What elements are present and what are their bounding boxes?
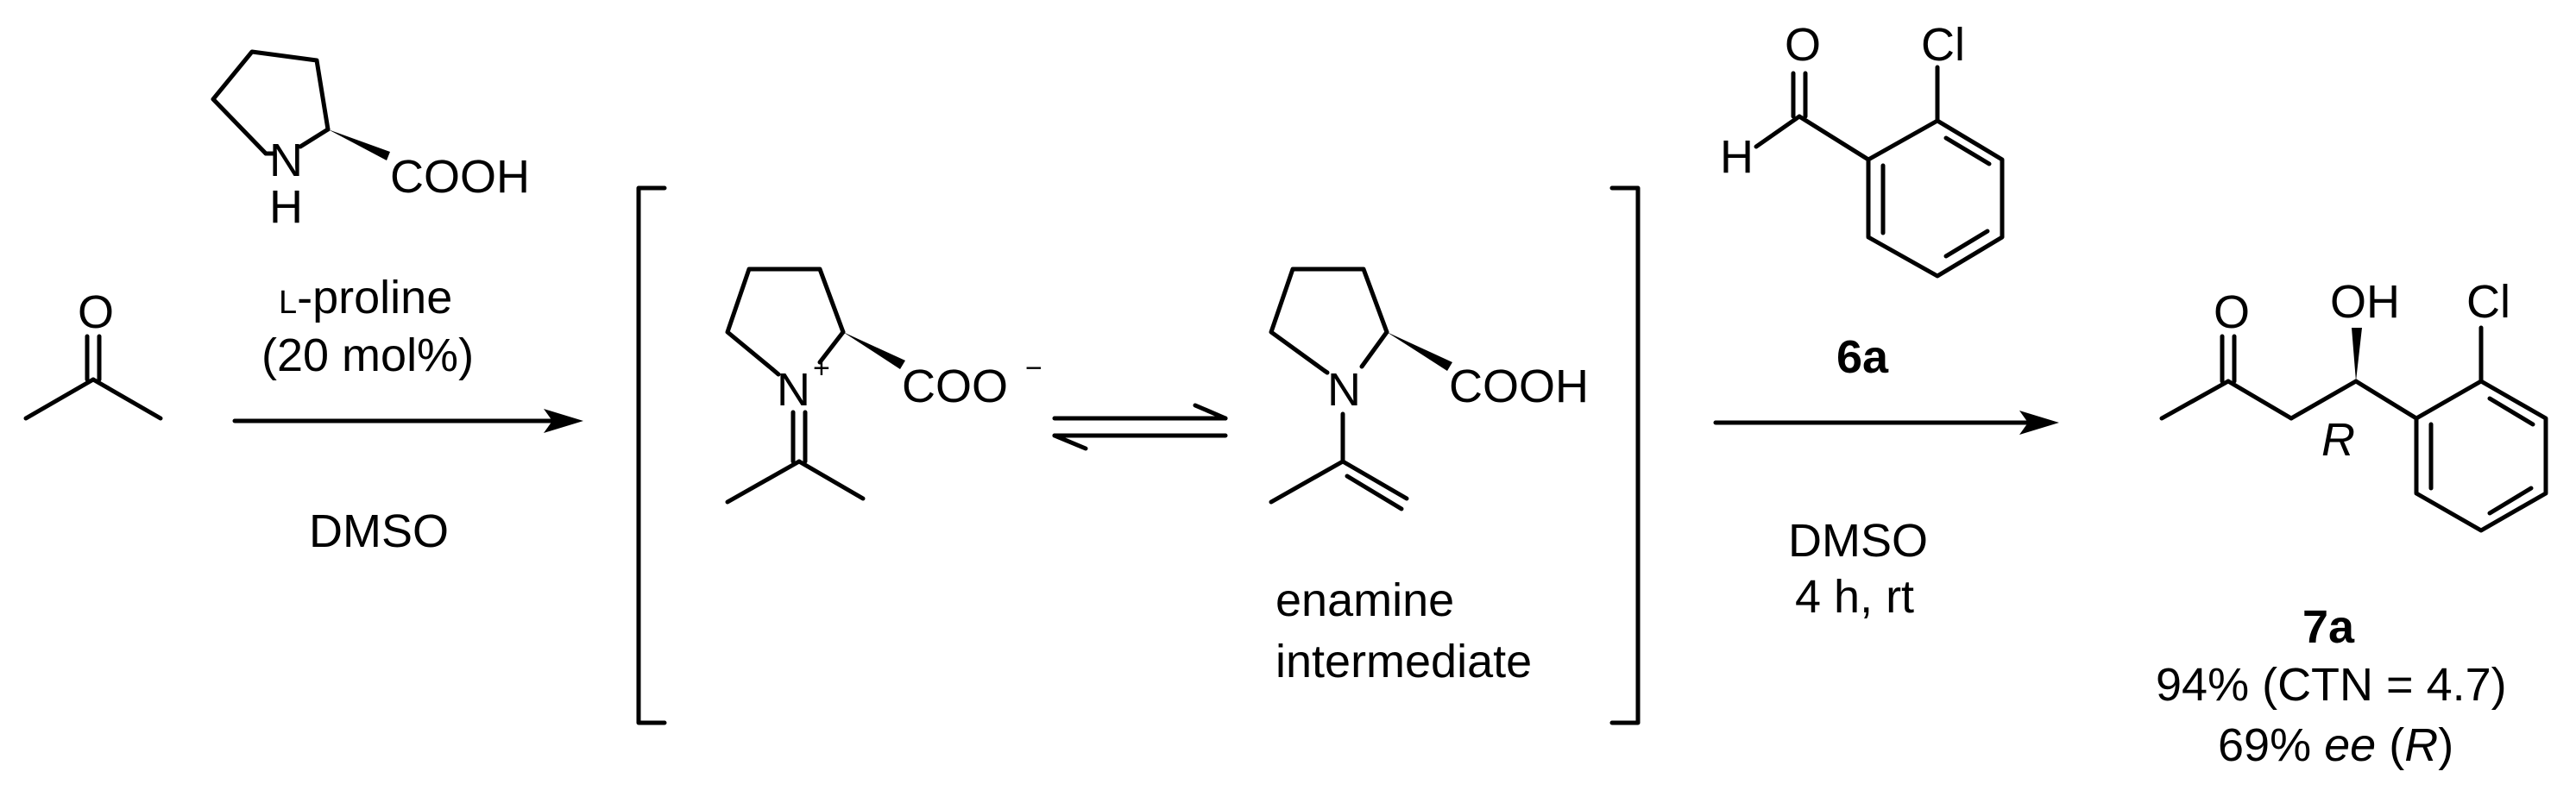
product-stereo-descriptor: R <box>2321 414 2355 466</box>
aldehyde-c-aryl-bond <box>1797 114 1871 162</box>
enamine-caption-line2: intermediate <box>1275 636 1532 687</box>
step1-solvent: DMSO <box>309 505 449 557</box>
iminium-methyl-right <box>797 459 866 501</box>
proline-nh-hydrogen-label: H <box>269 181 303 233</box>
enamine-wedge-bond <box>1387 332 1452 371</box>
proline-structure: N H COOH <box>211 49 530 233</box>
aldehyde-compound-label: 6a <box>1836 331 1889 383</box>
product-ee-value: 69% <box>2218 719 2311 771</box>
enamine-double-bond-2 <box>1345 474 1404 511</box>
iminium-minus-charge: − <box>1025 352 1042 385</box>
aldehyde-ring-double-1 <box>1943 135 1992 166</box>
product-compound-label: 7a <box>2302 601 2355 653</box>
reaction-arrow-1 <box>232 409 583 433</box>
product-methyl-bond <box>2159 379 2231 421</box>
product-ring-double-1 <box>2487 396 2535 427</box>
enamine-structure: N COOH <box>1269 267 1589 511</box>
bracket-left <box>636 185 667 725</box>
aldehyde-structure: O H Cl <box>1720 19 2005 279</box>
iminium-plus-charge: + <box>813 352 830 385</box>
proline-name: L-proline <box>279 272 452 323</box>
product-ch2-bond-1 <box>2226 379 2294 421</box>
proline-name-prefix: L <box>279 285 297 321</box>
product-ee-close: ) <box>2438 719 2453 771</box>
product-ring-double-2 <box>2487 486 2534 516</box>
proline-name-rest: -proline <box>297 272 452 323</box>
product-ch2-bond-2 <box>2289 379 2359 421</box>
proline-cooh-label: COOH <box>390 151 530 203</box>
enamine-ring <box>1269 267 1389 373</box>
product-c-aryl-bond <box>2353 379 2419 421</box>
acetone-structure: O <box>23 286 163 421</box>
aldehyde-ch-bond <box>1754 114 1802 149</box>
product-structure: O OH R Cl <box>2159 276 2548 533</box>
aldehyde-hydrogen-label: H <box>1720 131 1754 183</box>
step2-conditions: 4 h, rt <box>1795 571 1914 623</box>
aldehyde-chlorine-label: Cl <box>1921 19 1965 71</box>
enamine-double-bond-1 <box>1340 459 1409 501</box>
product-ee-config: R <box>2404 719 2438 771</box>
proline-nitrogen-label: N <box>269 135 303 186</box>
arrow-2-head <box>2019 411 2059 435</box>
acetone-oxygen-label: O <box>78 286 114 338</box>
arrow-1-head <box>544 409 583 433</box>
enamine-caption-line1: enamine <box>1275 574 1454 626</box>
product-yield: 94% (CTN = 4.7) <box>2156 659 2507 711</box>
iminium-methyl-left <box>725 459 802 505</box>
equilibrium-arrows <box>1052 403 1228 451</box>
iminium-nitrogen-label: N <box>777 364 810 416</box>
product-ee-word: ee <box>2324 719 2376 771</box>
product-ee: 69% ee (R) <box>2218 719 2453 771</box>
product-hydroxyl-label: OH <box>2330 276 2400 328</box>
iminium-bond-n-c5 <box>770 367 781 377</box>
iminium-structure: N + COO − <box>725 267 1042 505</box>
enamine-bond-n-c2 <box>1359 329 1389 369</box>
proline-wedge-bond <box>328 129 390 160</box>
enamine-cooh-label: COOH <box>1449 361 1589 412</box>
equilibrium-reverse-half-head <box>1052 433 1088 451</box>
aldehyde-ring-double-2 <box>1943 229 1990 259</box>
enamine-bond-n-c5 <box>1322 368 1330 375</box>
iminium-bond-n-c2 <box>817 329 846 365</box>
product-wedge-bond <box>2352 328 2362 381</box>
proline-bond-n-c2 <box>298 127 331 149</box>
aldehyde-benzene-ring <box>1866 118 2005 279</box>
acetone-bond-left <box>23 377 96 421</box>
enamine-nitrogen-label: N <box>1327 364 1361 416</box>
proline-ring <box>211 49 331 156</box>
product-ketone-oxygen-label: O <box>2214 286 2250 338</box>
acetone-bond-right <box>91 377 163 421</box>
product-chlorine-label: Cl <box>2466 276 2510 328</box>
reaction-arrow-2 <box>1713 411 2059 435</box>
step2-solvent: DMSO <box>1788 515 1928 567</box>
iminium-coo-label: COO <box>902 361 1008 412</box>
aldehyde-oxygen-label: O <box>1785 19 1821 71</box>
product-benzene-ring <box>2414 379 2548 533</box>
iminium-wedge-bond <box>843 332 905 369</box>
enamine-methyl <box>1269 459 1345 505</box>
proline-amount: (20 mol%) <box>261 329 474 381</box>
bracket-right <box>1609 185 1641 725</box>
iminium-ring <box>725 267 846 372</box>
product-ee-open: ( <box>2389 719 2404 771</box>
equilibrium-forward-half-head <box>1193 403 1228 421</box>
